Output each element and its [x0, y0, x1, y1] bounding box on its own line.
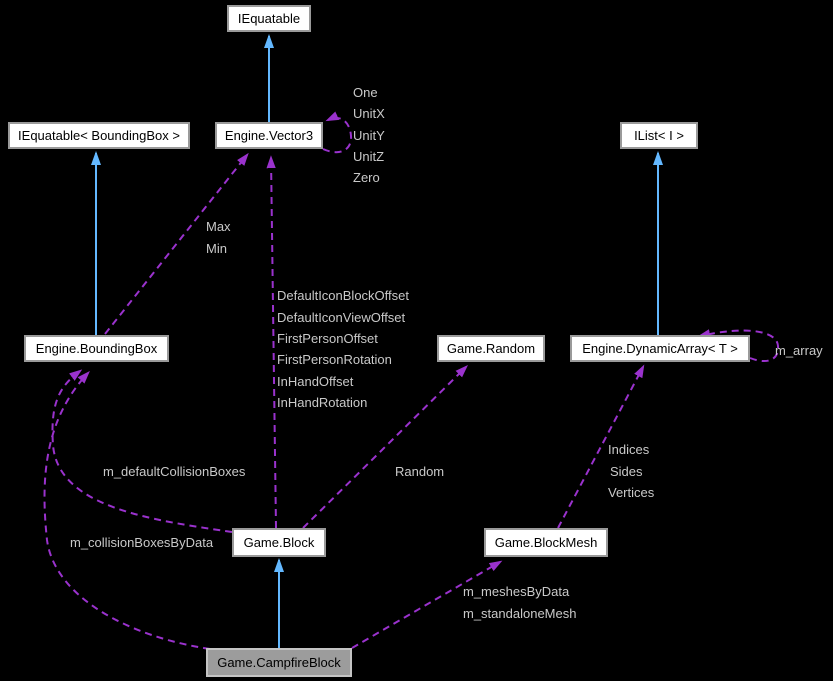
node-game-blockmesh[interactable]: Game.BlockMesh: [484, 528, 608, 557]
node-game-block[interactable]: Game.Block: [232, 528, 326, 557]
edge-usage-boundingbox-vector3-max-min: [104, 152, 249, 335]
edge-usage-campfireblock-blockmesh: [351, 560, 503, 649]
edge-usage-dynamicarray-self-loop: [697, 329, 780, 363]
edge-usage-blockmesh-dynamicarray: [557, 364, 645, 529]
edge-label-unitx: UnitX: [353, 106, 385, 121]
edge-label-unity: UnitY: [353, 128, 385, 143]
edge-label-defaulticonviewoffset: DefaultIconViewOffset: [277, 310, 406, 325]
edge-usage-block-random: [302, 365, 468, 529]
edge-label-m-array: m_array: [775, 343, 823, 358]
edge-usage-block-boundingbox-defaultcollisionboxes: [51, 369, 233, 533]
edge-label-indices: Indices: [608, 442, 650, 457]
edge-label-min: Min: [206, 241, 227, 256]
edge-label-one: One: [353, 85, 378, 100]
edge-usage-campfireblock-boundingbox-collisionboxesbydata: [43, 370, 211, 650]
edge-label-firstpersonrotation: FirstPersonRotation: [277, 352, 392, 367]
node-ilist[interactable]: IList< I >: [620, 122, 698, 149]
edge-label-m-collisionboxesbydata: m_collisionBoxesByData: [70, 535, 214, 550]
edge-label-vertices: Vertices: [608, 485, 655, 500]
node-engine-boundingbox[interactable]: Engine.BoundingBox: [24, 335, 169, 362]
node-engine-vector3[interactable]: Engine.Vector3: [215, 122, 323, 149]
edge-label-m-standalonemesh: m_standaloneMesh: [463, 606, 577, 621]
node-iequatable[interactable]: IEquatable: [227, 5, 311, 32]
edge-label-inhandrotation: InHandRotation: [277, 395, 368, 410]
edge-label-sides: Sides: [610, 464, 643, 479]
edge-label-unitz: UnitZ: [353, 149, 385, 164]
node-game-campfireblock[interactable]: Game.CampfireBlock: [206, 648, 352, 677]
edge-label-m-meshesbydata: m_meshesByData: [463, 584, 570, 599]
edge-label-firstpersonoffset: FirstPersonOffset: [277, 331, 378, 346]
edge-label-defaulticonblockoffset: DefaultIconBlockOffset: [277, 288, 409, 303]
node-iequatable-boundingbox[interactable]: IEquatable< BoundingBox >: [8, 122, 190, 149]
edge-label-zero: Zero: [353, 170, 380, 185]
node-engine-dynamicarray[interactable]: Engine.DynamicArray< T >: [570, 335, 750, 362]
edge-usage-block-vector3-offsets: [266, 155, 277, 529]
edge-label-random: Random: [395, 464, 445, 479]
edge-label-max: Max: [206, 219, 231, 234]
edge-label-m-defaultcollisionboxes: m_defaultCollisionBoxes: [103, 464, 246, 479]
node-game-random[interactable]: Game.Random: [437, 335, 545, 362]
edge-usage-vector3-self-loop: [322, 111, 353, 154]
edge-label-inhandoffset: InHandOffset: [277, 374, 354, 389]
